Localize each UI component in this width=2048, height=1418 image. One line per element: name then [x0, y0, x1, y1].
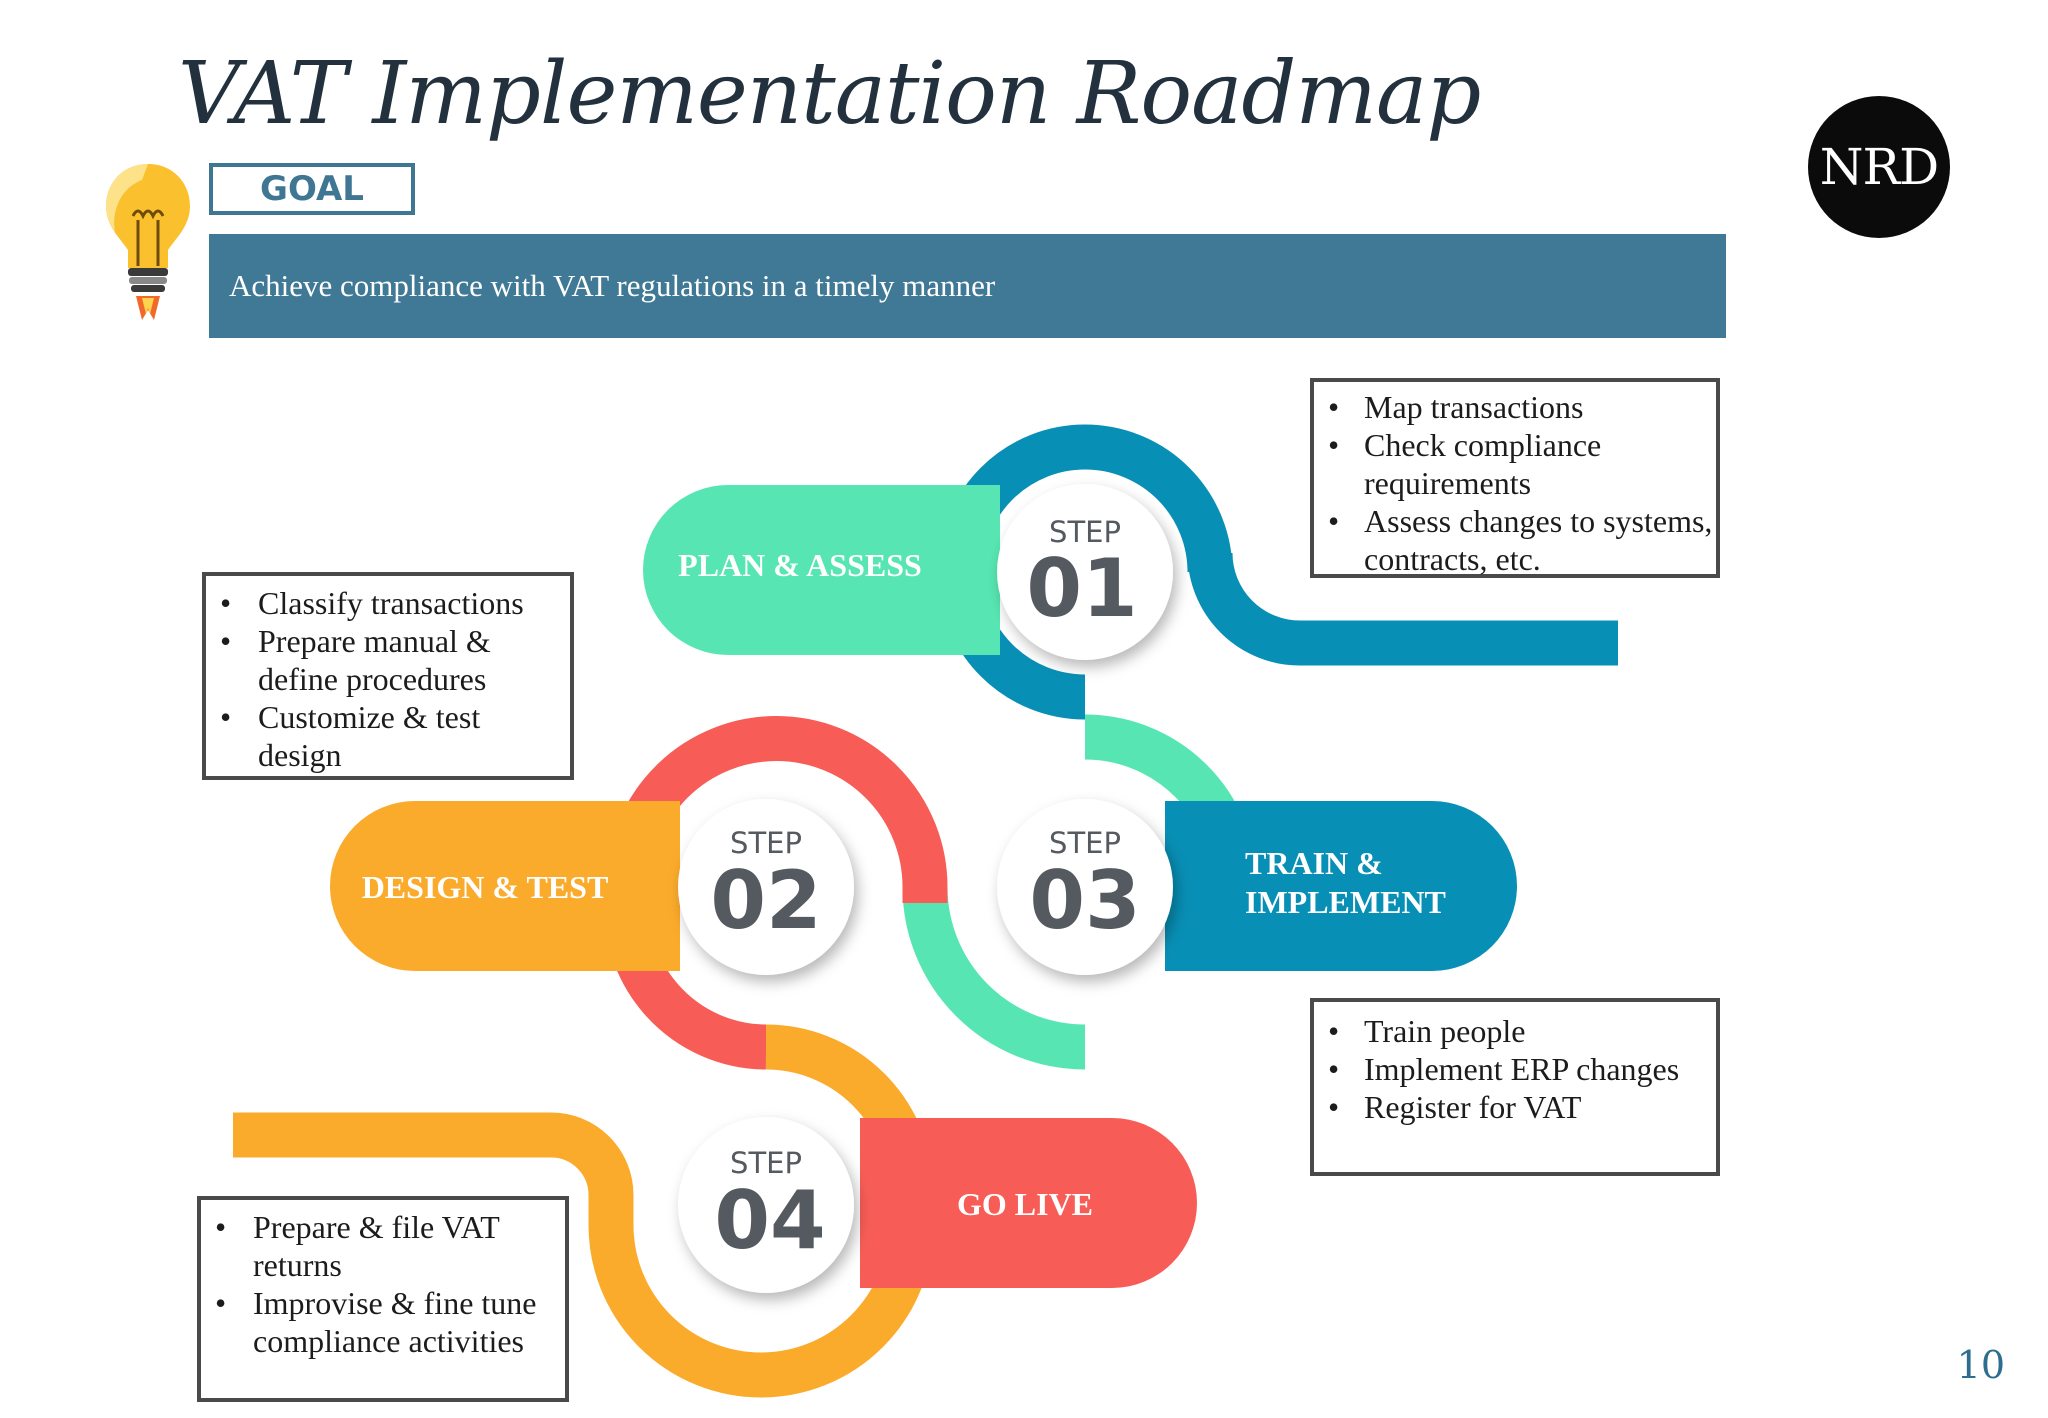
- step-04-label: GO LIVE: [957, 1186, 1093, 1222]
- step-02-details: Classify transactions Prepare manual & d…: [202, 572, 574, 780]
- step-03-details: Train people Implement ERP changes Regis…: [1310, 998, 1720, 1176]
- step-02-number: 02: [710, 854, 821, 947]
- step-02-pill: [330, 801, 680, 971]
- step-03-label-line1: TRAIN &: [1245, 845, 1383, 881]
- page-number: 10: [1956, 1343, 2005, 1387]
- step-04-pill: [860, 1118, 1197, 1288]
- step-02-circle: STEP 02: [678, 799, 854, 975]
- list-item: Assess changes to systems, contracts, et…: [1314, 502, 1716, 578]
- goal-text: Achieve compliance with VAT regulations …: [229, 268, 996, 303]
- lightbulb-icon: [106, 164, 190, 320]
- step-03-pill: [1165, 801, 1517, 971]
- step-01-pill: [643, 485, 1000, 655]
- company-logo: NRD: [1808, 96, 1950, 238]
- step-04-details: Prepare & file VAT returns Improvise & f…: [197, 1196, 569, 1402]
- step-04-circle: STEP 04: [678, 1117, 854, 1293]
- step-02-word: STEP: [730, 826, 802, 860]
- step-01-label: PLAN & ASSESS: [678, 547, 922, 583]
- list-item: Customize & test design: [206, 698, 570, 774]
- list-item: Check compliance requirements: [1314, 426, 1716, 502]
- list-item: Register for VAT: [1314, 1088, 1716, 1126]
- step-03-word: STEP: [1049, 826, 1121, 860]
- step-03-circle: STEP 03: [997, 799, 1173, 975]
- list-item: Prepare manual & define procedures: [206, 622, 570, 698]
- step-01-number: 01: [1026, 542, 1137, 635]
- step-01-circle: STEP 01: [997, 484, 1173, 660]
- list-item: Prepare & file VAT returns: [201, 1208, 565, 1284]
- step-04-number: 04: [714, 1174, 825, 1267]
- logo-text: NRD: [1819, 138, 1939, 196]
- step-02-label: DESIGN & TEST: [362, 869, 609, 905]
- step-03-number: 03: [1029, 854, 1140, 947]
- list-item: Train people: [1314, 1012, 1716, 1050]
- goal-banner: Achieve compliance with VAT regulations …: [209, 234, 1726, 338]
- goal-label: GOAL: [209, 163, 415, 215]
- step-04-track: [233, 1112, 934, 1398]
- step-03-lower-arc: [902, 886, 1086, 1070]
- list-item: Map transactions: [1314, 388, 1716, 426]
- step-03-label-line2: IMPLEMENT: [1245, 884, 1446, 920]
- step-04-word: STEP: [730, 1146, 802, 1180]
- step-01-details: Map transactions Check compliance requir…: [1310, 378, 1720, 578]
- list-item: Implement ERP changes: [1314, 1050, 1716, 1088]
- list-item: Improvise & fine tune compliance activit…: [201, 1284, 565, 1360]
- list-item: Classify transactions: [206, 584, 570, 622]
- step-01-word: STEP: [1049, 515, 1121, 549]
- page-title: VAT Implementation Roadmap: [178, 44, 1481, 144]
